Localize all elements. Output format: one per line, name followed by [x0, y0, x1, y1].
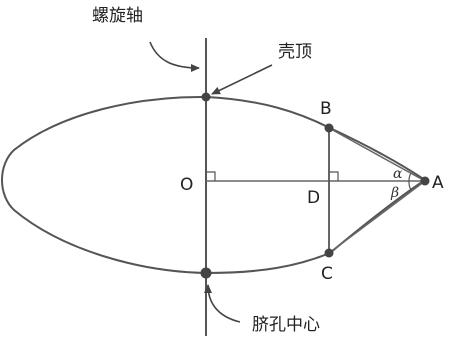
point-B — [324, 123, 334, 133]
angle-arc-alpha — [408, 172, 412, 182]
apex-arrow — [211, 64, 273, 95]
label-apex: 壳顶 — [278, 42, 312, 62]
point-C — [324, 248, 334, 258]
point-A — [420, 176, 430, 186]
label-point-A: A — [432, 173, 444, 193]
point-umbilicus — [200, 267, 212, 279]
label-point-D: D — [307, 188, 320, 208]
shell-outline — [1, 95, 427, 275]
right-angle-O — [206, 171, 216, 181]
label-point-O: O — [180, 175, 193, 195]
label-point-C: C — [321, 264, 333, 284]
right-angle-D — [329, 171, 339, 181]
point-apex — [201, 92, 211, 102]
label-beta: β — [390, 185, 399, 201]
spiral-axis-arrow — [149, 41, 200, 72]
line-AC — [328, 180, 426, 254]
label-umbilicus: 脐孔中心 — [252, 315, 320, 335]
line-AB — [328, 127, 426, 182]
angle-arc-beta — [408, 180, 412, 191]
label-spiral-axis: 螺旋轴 — [92, 6, 143, 26]
label-point-B: B — [320, 99, 332, 119]
label-alpha: α — [393, 166, 403, 182]
umbilicus-arrow — [204, 284, 241, 323]
